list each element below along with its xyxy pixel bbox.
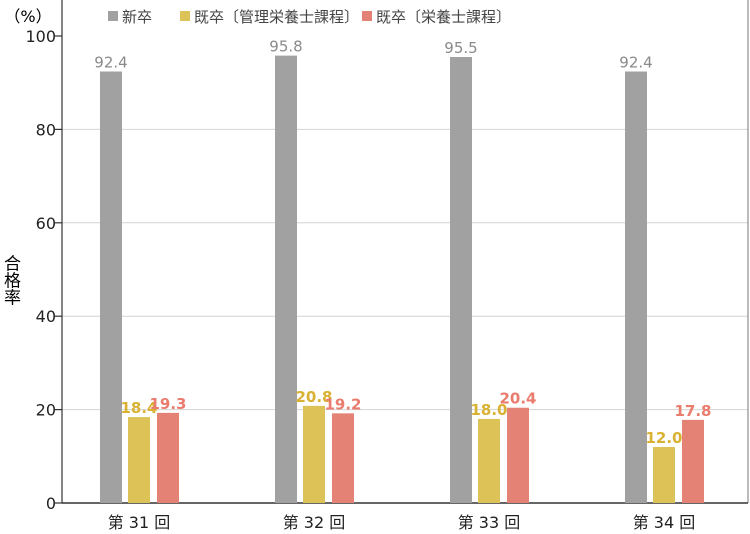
x-tick-label: 第 31 回 <box>108 513 171 532</box>
bar-2 <box>682 419 704 503</box>
data-label: 95.5 <box>444 39 477 57</box>
x-tick-label: 第 33 回 <box>458 513 521 532</box>
legend-swatch <box>362 11 372 21</box>
data-label: 92.4 <box>94 53 127 71</box>
legend-swatch <box>108 11 118 21</box>
y-tick-label: 20 <box>36 401 56 420</box>
x-tick-label: 第 34 回 <box>633 513 696 532</box>
data-label: 12.0 <box>645 429 682 447</box>
bar-2 <box>157 412 179 503</box>
data-label: 20.8 <box>295 388 332 406</box>
legend-label: 新卒 <box>122 8 152 26</box>
y-tick-label: 40 <box>36 307 56 326</box>
bar-0 <box>450 57 472 503</box>
bar-1 <box>128 417 150 503</box>
legend: 新卒 既卒〔管理栄養士課程〕既卒〔栄養士課程〕 <box>108 8 511 26</box>
y-axis-title: 合格率 <box>0 254 21 305</box>
bar-2 <box>332 413 354 503</box>
bar-1 <box>478 418 500 503</box>
data-label: 17.8 <box>674 402 711 420</box>
data-label: 95.8 <box>269 38 302 56</box>
y-tick-label: 80 <box>36 120 56 139</box>
data-label: 20.4 <box>499 390 536 408</box>
y-unit-label: （%） <box>4 7 51 26</box>
x-tick-label: 第 32 回 <box>283 513 346 532</box>
y-tick-label: 0 <box>46 494 56 513</box>
y-tick-label: 60 <box>36 214 56 233</box>
data-label: 19.3 <box>149 395 186 413</box>
bar-0 <box>275 55 297 503</box>
bar-1 <box>303 405 325 503</box>
data-label: 19.2 <box>324 395 361 413</box>
bar-2 <box>507 407 529 503</box>
bar-0 <box>625 71 647 503</box>
bar-1 <box>653 446 675 503</box>
data-label: 18.4 <box>120 399 157 417</box>
legend-label: 既卒〔栄養士課程〕 <box>376 8 511 26</box>
bar-0 <box>100 71 122 503</box>
legend-swatch <box>180 11 190 21</box>
y-tick-label: 100 <box>25 27 56 46</box>
legend-label: 既卒〔管理栄養士課程〕 <box>194 8 359 26</box>
data-label: 92.4 <box>619 53 652 71</box>
data-label: 18.0 <box>470 401 507 419</box>
